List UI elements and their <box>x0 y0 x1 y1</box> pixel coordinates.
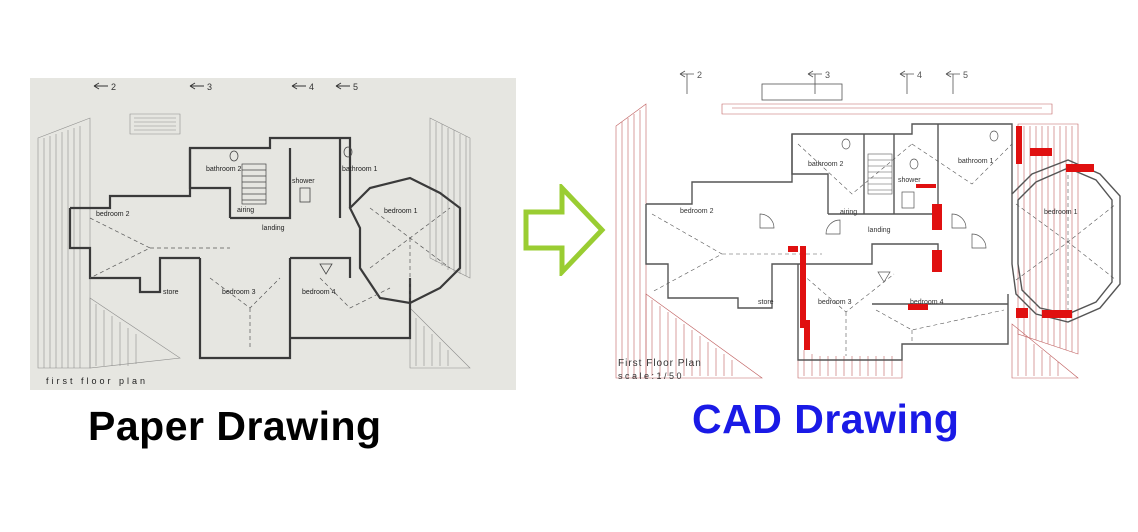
cad-chimney <box>761 83 843 101</box>
paper-room-landing: landing <box>262 225 285 232</box>
paper-room-bathroom2: bathroom 2 <box>206 166 242 173</box>
paper-room-bedroom1: bedroom 1 <box>384 208 418 215</box>
cad-walls <box>645 123 1121 361</box>
cad-section-marker-2: 2 <box>697 70 702 80</box>
cad-room-bedroom1: bedroom 1 <box>1044 209 1078 216</box>
paper-plan-label: first floor plan <box>46 376 148 386</box>
paper-section-marker-5: 5 <box>353 82 358 92</box>
paper-fixtures <box>229 146 353 275</box>
right-arrow-icon <box>522 181 606 279</box>
cad-section-marker-5: 5 <box>963 70 968 80</box>
cad-section-marker-3: 3 <box>825 70 830 80</box>
cad-floor-plan: 2 3 4 5 <box>612 64 1132 390</box>
paper-section-marker-2: 2 <box>111 82 116 92</box>
cad-section-markers <box>679 70 960 94</box>
paper-room-shower: shower <box>292 178 315 185</box>
cad-scale-label: s c a l e : 1 / 5 0 <box>618 371 682 381</box>
paper-floor-plan: 2 3 4 5 <box>30 78 516 390</box>
paper-drawing-panel: 2 3 4 5 <box>30 78 516 390</box>
paper-section-marker-4: 4 <box>309 82 314 92</box>
paper-walls <box>68 136 462 360</box>
cad-room-store: store <box>758 299 774 306</box>
paper-ceiling-lines <box>89 207 451 348</box>
cad-section-marker-4: 4 <box>917 70 922 80</box>
cad-room-bathroom2: bathroom 2 <box>808 161 844 168</box>
cad-room-bedroom4: bedroom 4 <box>910 299 944 306</box>
cad-room-shower: shower <box>898 177 921 184</box>
cad-new-walls <box>788 126 1094 350</box>
cad-room-airing: airing <box>840 209 857 216</box>
cad-plan-title: First Floor Plan <box>618 358 702 369</box>
paper-drawing-caption: Paper Drawing <box>88 403 382 449</box>
paper-room-bathroom1: bathroom 1 <box>342 166 378 173</box>
cad-room-bathroom1: bathroom 1 <box>958 158 994 165</box>
paper-room-bedroom4: bedroom 4 <box>302 289 336 296</box>
cad-room-bedroom3: bedroom 3 <box>818 299 852 306</box>
paper-room-store: store <box>163 289 179 296</box>
cad-room-landing: landing <box>868 227 891 234</box>
cad-drawing-caption: CAD Drawing <box>692 396 960 442</box>
paper-room-bedroom2: bedroom 2 <box>96 211 130 218</box>
cad-fixtures <box>759 130 999 283</box>
cad-drawing-panel: 2 3 4 5 <box>612 64 1132 390</box>
cad-ceiling-lines <box>651 143 1117 356</box>
cad-roof-hatch <box>615 103 1079 379</box>
paper-room-bedroom3: bedroom 3 <box>222 289 256 296</box>
paper-stair <box>241 163 267 205</box>
paper-room-airing: airing <box>237 207 254 214</box>
cad-room-bedroom2: bedroom 2 <box>680 208 714 215</box>
arrow-shape <box>523 181 606 279</box>
paper-section-marker-3: 3 <box>207 82 212 92</box>
cad-stair <box>867 153 893 195</box>
